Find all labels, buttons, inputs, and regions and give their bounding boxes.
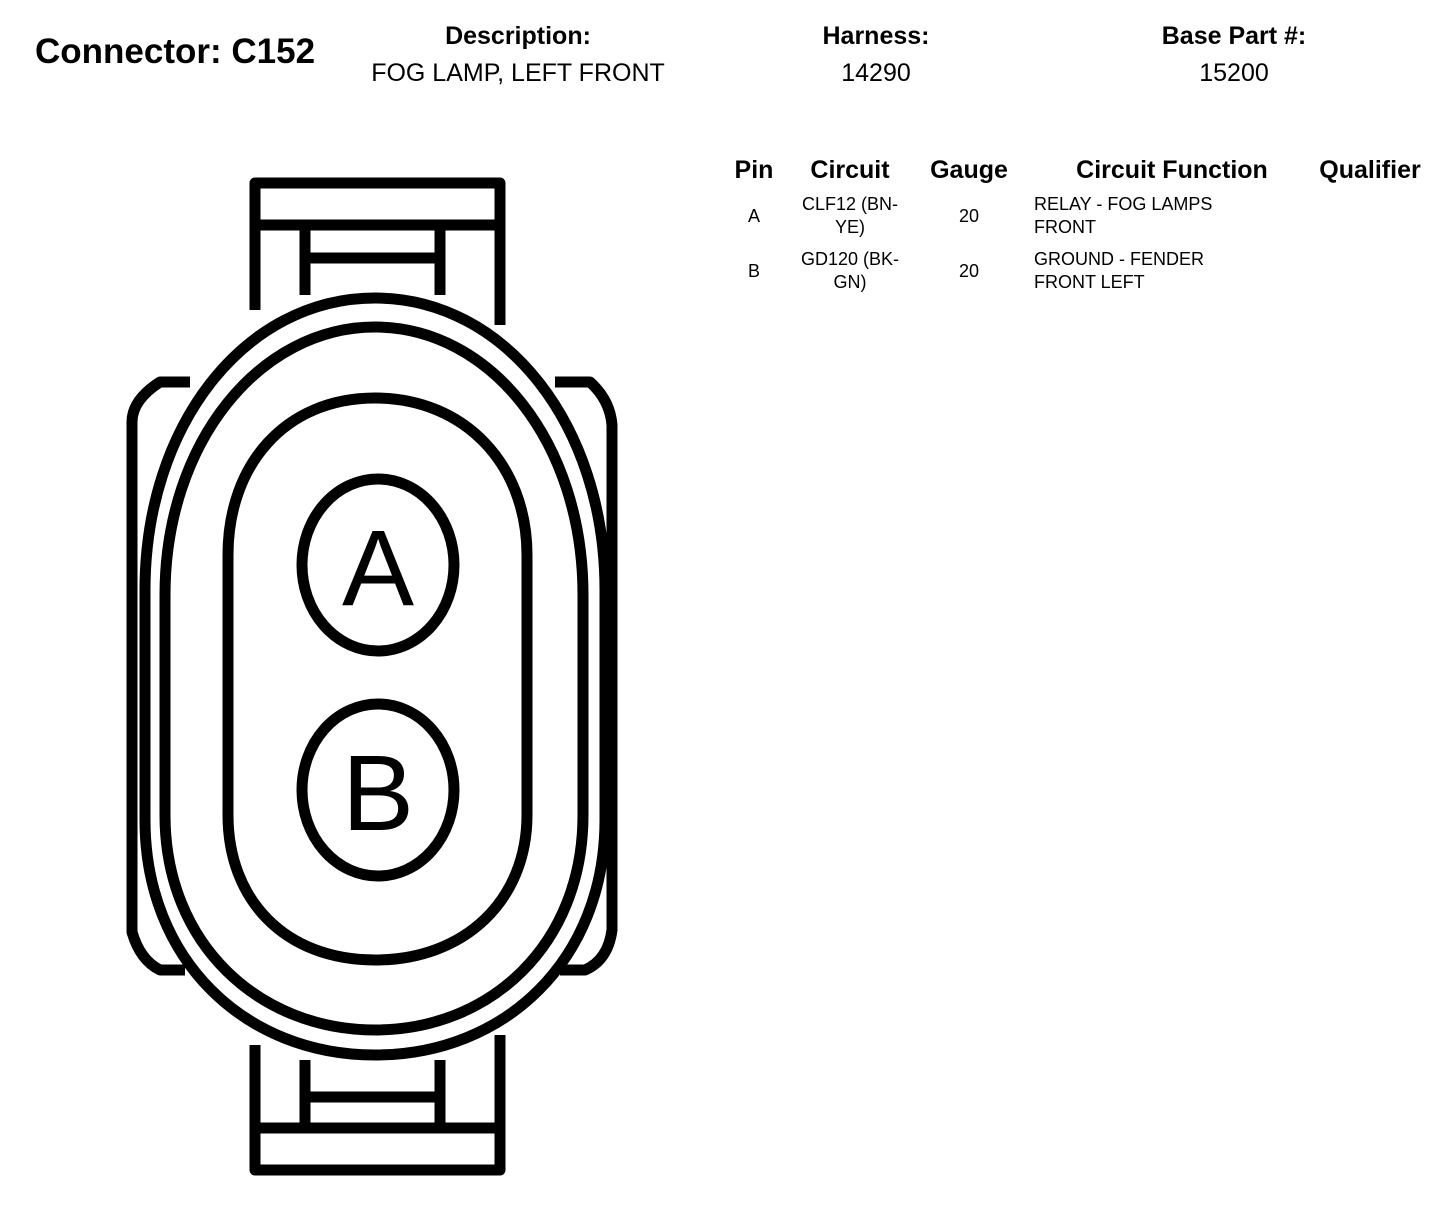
cell-circuit-text: CLF12 (BN-YE) [801,194,899,237]
harness-value: 14290 [841,59,911,87]
header-qualifier: Qualifier [1319,156,1421,184]
pin-table: Pin Circuit Gauge Circuit Function Quali… [720,152,1430,303]
cell-gauge: 20 [958,205,980,226]
base-part-block: Base Part #: 15200 [1134,20,1334,94]
pin-b-circle [296,698,460,882]
outer-housing [139,292,611,1061]
pin-b-label: B [342,732,414,853]
bottom-latch [249,1035,506,1176]
pin-a-circle [296,473,460,657]
cell-circuit-text: GD120 (BK-GN) [800,249,900,292]
cell-pin: A [747,205,760,226]
right-side-tab [555,376,618,976]
harness-label: Harness: [822,22,930,50]
top-latch [249,177,506,325]
table-row: B GD120 (BK-GN) 20 GROUND - FENDER FRONT… [720,248,1430,303]
cell-circuit: CLF12 (BN-YE) [788,193,912,248]
cell-circuit: GD120 (BK-GN) [788,248,912,303]
cell-function-text: RELAY - FOG LAMPS FRONT [1034,194,1213,237]
cell-function-text: GROUND - FENDER FRONT LEFT [1034,249,1204,292]
harness-block: Harness: 14290 [776,20,976,94]
header-gauge: Gauge [930,156,1008,184]
table-row: A CLF12 (BN-YE) 20 RELAY - FOG LAMPS FRO… [720,193,1430,248]
cell-circuit-function: RELAY - FOG LAMPS FRONT [1026,193,1310,248]
base-part-value: 15200 [1199,59,1269,87]
inner-pin-face [222,392,533,966]
pin-table-header-row: Pin Circuit Gauge Circuit Function Quali… [720,152,1430,193]
housing-ring [159,321,589,1036]
cell-qualifier [1310,248,1430,303]
cell-pin: B [747,260,760,281]
description-label: Description: [445,22,591,50]
base-part-label: Base Part #: [1161,22,1307,50]
left-side-tab [126,376,190,976]
connector-title: Connector: C152 [35,32,316,71]
header-circuit: Circuit [810,156,890,184]
cell-circuit-function: GROUND - FENDER FRONT LEFT [1026,248,1310,303]
header-circuit-function: Circuit Function [1076,156,1268,184]
cell-gauge: 20 [958,260,980,281]
description-value: FOG LAMP, LEFT FRONT [371,59,665,87]
pin-a-label: A [342,507,414,628]
header-pin: Pin [734,156,774,184]
cell-qualifier [1310,193,1430,248]
description-block: Description: FOG LAMP, LEFT FRONT [340,20,696,94]
